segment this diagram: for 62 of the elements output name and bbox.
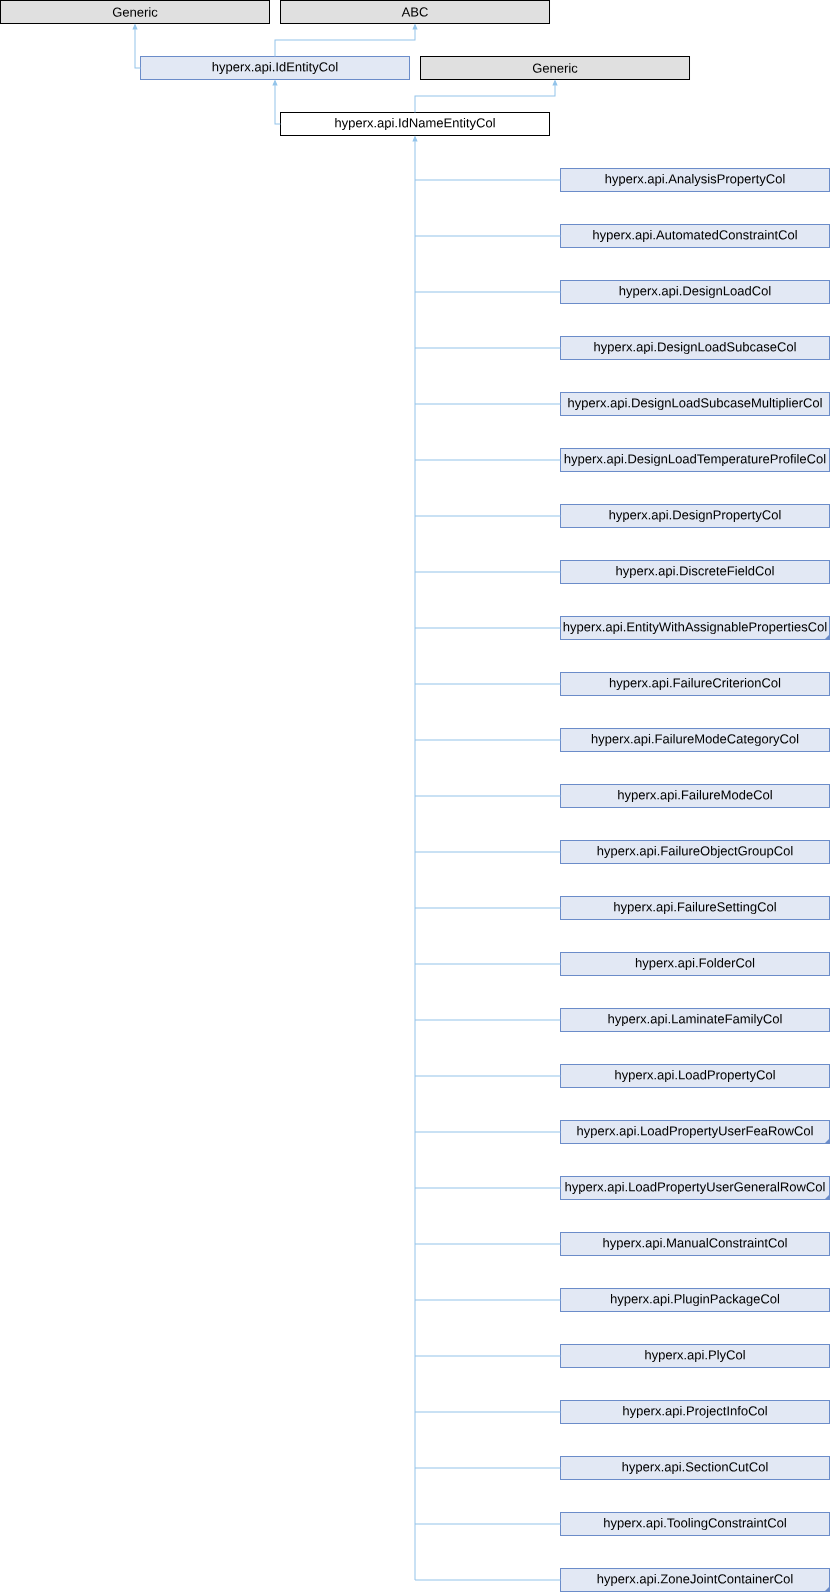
class-box: hyperx.api.FolderCol [560,952,830,976]
class-box: hyperx.api.AnalysisPropertyCol [560,168,830,192]
class-box: hyperx.api.ProjectInfoCol [560,1400,830,1424]
connector-line [414,1243,561,1245]
class-box: hyperx.api.LoadPropertyUserFeaRowCol [560,1120,830,1144]
class-box: hyperx.api.DesignLoadSubcaseCol [560,336,830,360]
class-box: hyperx.api.DesignLoadSubcaseMultiplierCol [560,392,830,416]
connector-line [414,1467,561,1469]
class-box: Generic [420,56,690,80]
connector-line [414,1075,561,1077]
class-box: ABC [280,0,550,24]
connector-line [414,683,561,685]
connector-line [414,291,561,293]
connector-line [414,235,561,237]
connector-line [414,1355,561,1357]
connector-line [414,1523,561,1525]
class-box: hyperx.api.IdNameEntityCol [280,112,550,136]
connector-line [414,459,561,461]
connector-line [414,739,561,741]
connector-line [414,1019,561,1021]
class-box: hyperx.api.SectionCutCol [560,1456,830,1480]
class-box: hyperx.api.DesignPropertyCol [560,504,830,528]
class-box: hyperx.api.ToolingConstraintCol [560,1512,830,1536]
connector-line [414,963,561,965]
class-box: hyperx.api.AutomatedConstraintCol [560,224,830,248]
class-box: hyperx.api.DesignLoadCol [560,280,830,304]
connector-line [414,907,561,909]
connector-line [414,1131,561,1133]
arrow [274,24,418,57]
class-box: hyperx.api.IdEntityCol [140,56,410,80]
class-box: Generic [0,0,270,24]
class-box: hyperx.api.DiscreteFieldCol [560,560,830,584]
connector-line [414,347,561,349]
class-box: hyperx.api.FailureCriterionCol [560,672,830,696]
connector-line [414,1411,561,1413]
class-box: hyperx.api.FailureModeCategoryCol [560,728,830,752]
connector-line [414,851,561,853]
class-box: hyperx.api.EntityWithAssignablePropertiesCol [560,616,830,640]
connector-line [414,515,561,517]
connector-line [414,795,561,797]
connector-line [414,627,561,629]
class-box: hyperx.api.FailureSettingCol [560,896,830,920]
connector-line [414,571,561,573]
class-box: hyperx.api.LoadPropertyCol [560,1064,830,1088]
connector-line [414,1579,561,1581]
class-box: hyperx.api.PlyCol [560,1344,830,1368]
arrow [132,24,141,69]
arrow [272,80,281,125]
class-box: hyperx.api.DesignLoadTemperatureProfileCol [560,448,830,472]
class-box: hyperx.api.LaminateFamilyCol [560,1008,830,1032]
class-box: hyperx.api.FailureObjectGroupCol [560,840,830,864]
class-box: hyperx.api.FailureModeCol [560,784,830,808]
class-box: hyperx.api.PluginPackageCol [560,1288,830,1312]
connector-line [414,179,561,181]
class-box: hyperx.api.ZoneJointContainerCol [560,1568,830,1592]
connector-line [414,1187,561,1189]
class-box: hyperx.api.ManualConstraintCol [560,1232,830,1256]
arrow [414,80,558,113]
connector-line [414,403,561,405]
class-box: hyperx.api.LoadPropertyUserGeneralRowCol [560,1176,830,1200]
arrow [412,136,418,1581]
connector-line [414,1299,561,1301]
